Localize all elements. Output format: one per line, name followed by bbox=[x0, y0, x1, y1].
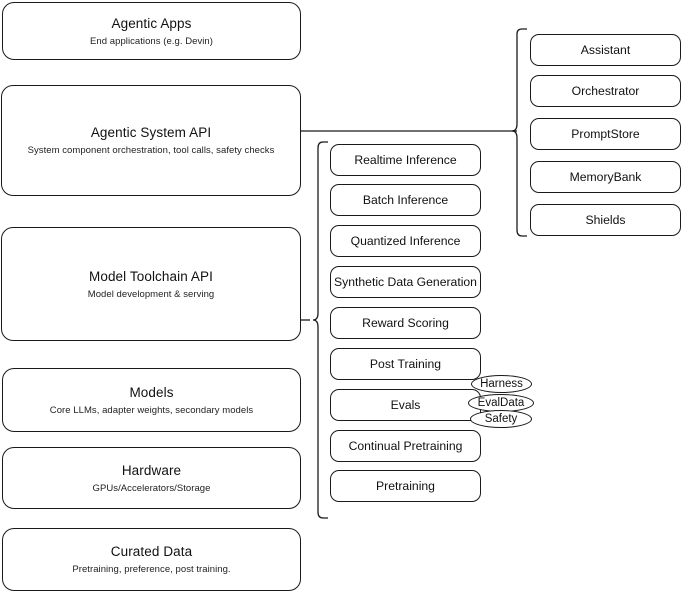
toolchain-component-reward-scoring[interactable]: Reward Scoring bbox=[330, 307, 481, 339]
layer-title: Model Toolchain API bbox=[89, 268, 213, 284]
stack-layer-hardware[interactable]: Hardware GPUs/Accelerators/Storage bbox=[2, 447, 301, 509]
component-label: Realtime Inference bbox=[354, 152, 457, 167]
agentic-component-shields[interactable]: Shields bbox=[530, 204, 681, 236]
evals-subcomponent-harness[interactable]: Harness bbox=[471, 375, 532, 393]
layer-title: Hardware bbox=[121, 462, 182, 478]
toolchain-component-batch-inference[interactable]: Batch Inference bbox=[330, 184, 481, 216]
component-label: Post Training bbox=[369, 356, 442, 371]
component-label: Synthetic Data Generation bbox=[334, 274, 477, 289]
component-label: Orchestrator bbox=[571, 83, 640, 98]
agentic-component-orchestrator[interactable]: Orchestrator bbox=[530, 75, 681, 107]
layer-subtitle: End applications (e.g. Devin) bbox=[90, 35, 213, 47]
agentic-component-promptstore[interactable]: PromptStore bbox=[530, 118, 681, 150]
stack-layer-agentic-system-api[interactable]: Agentic System API System component orch… bbox=[1, 85, 301, 196]
toolchain-component-synthetic-data-generation[interactable]: Synthetic Data Generation bbox=[330, 266, 481, 298]
layer-subtitle: Core LLMs, adapter weights, secondary mo… bbox=[49, 404, 254, 416]
subcomponent-label: Harness bbox=[480, 378, 523, 390]
stack-layer-curated-data[interactable]: Curated Data Pretraining, preference, po… bbox=[2, 528, 301, 591]
layer-subtitle: Model development & serving bbox=[87, 288, 215, 300]
component-label: Assistant bbox=[580, 42, 631, 57]
layer-title: Models bbox=[129, 384, 174, 400]
component-label: Quantized Inference bbox=[350, 233, 461, 248]
stack-layer-model-toolchain-api[interactable]: Model Toolchain API Model development & … bbox=[1, 227, 301, 341]
component-label: Batch Inference bbox=[362, 192, 449, 207]
toolchain-component-post-training[interactable]: Post Training bbox=[330, 348, 481, 380]
stack-layer-models[interactable]: Models Core LLMs, adapter weights, secon… bbox=[2, 368, 301, 432]
subcomponent-label: Safety bbox=[484, 413, 518, 425]
layer-subtitle: GPUs/Accelerators/Storage bbox=[92, 482, 211, 494]
evals-subcomponent-safety[interactable]: Safety bbox=[470, 410, 532, 428]
layer-title: Agentic System API bbox=[90, 125, 212, 140]
component-label: Shields bbox=[585, 212, 626, 227]
component-label: Reward Scoring bbox=[362, 315, 449, 330]
component-label: PromptStore bbox=[571, 126, 640, 141]
toolchain-component-pretraining[interactable]: Pretraining bbox=[330, 470, 481, 502]
component-label: Continual Pretraining bbox=[348, 438, 463, 453]
layer-title: Agentic Apps bbox=[111, 15, 192, 31]
agentic-component-memorybank[interactable]: MemoryBank bbox=[530, 161, 681, 193]
subcomponent-label: EvalData bbox=[477, 397, 525, 409]
component-label: Pretraining bbox=[376, 478, 435, 493]
toolchain-component-quantized-inference[interactable]: Quantized Inference bbox=[330, 225, 481, 257]
agentic-component-assistant[interactable]: Assistant bbox=[530, 34, 681, 66]
toolchain-component-realtime-inference[interactable]: Realtime Inference bbox=[330, 144, 481, 176]
toolchain-component-evals[interactable]: Evals bbox=[330, 389, 481, 421]
layer-subtitle: Pretraining, preference, post training. bbox=[72, 564, 231, 575]
stack-layer-agentic-apps[interactable]: Agentic Apps End applications (e.g. Devi… bbox=[2, 2, 301, 60]
layer-title: Curated Data bbox=[110, 544, 193, 559]
toolchain-component-continual-pretraining[interactable]: Continual Pretraining bbox=[330, 430, 481, 462]
layer-subtitle: System component orchestration, tool cal… bbox=[27, 145, 275, 156]
evals-subcomponent-evaldata[interactable]: EvalData bbox=[468, 394, 534, 412]
component-label: Evals bbox=[390, 397, 421, 412]
component-label: MemoryBank bbox=[569, 169, 642, 184]
